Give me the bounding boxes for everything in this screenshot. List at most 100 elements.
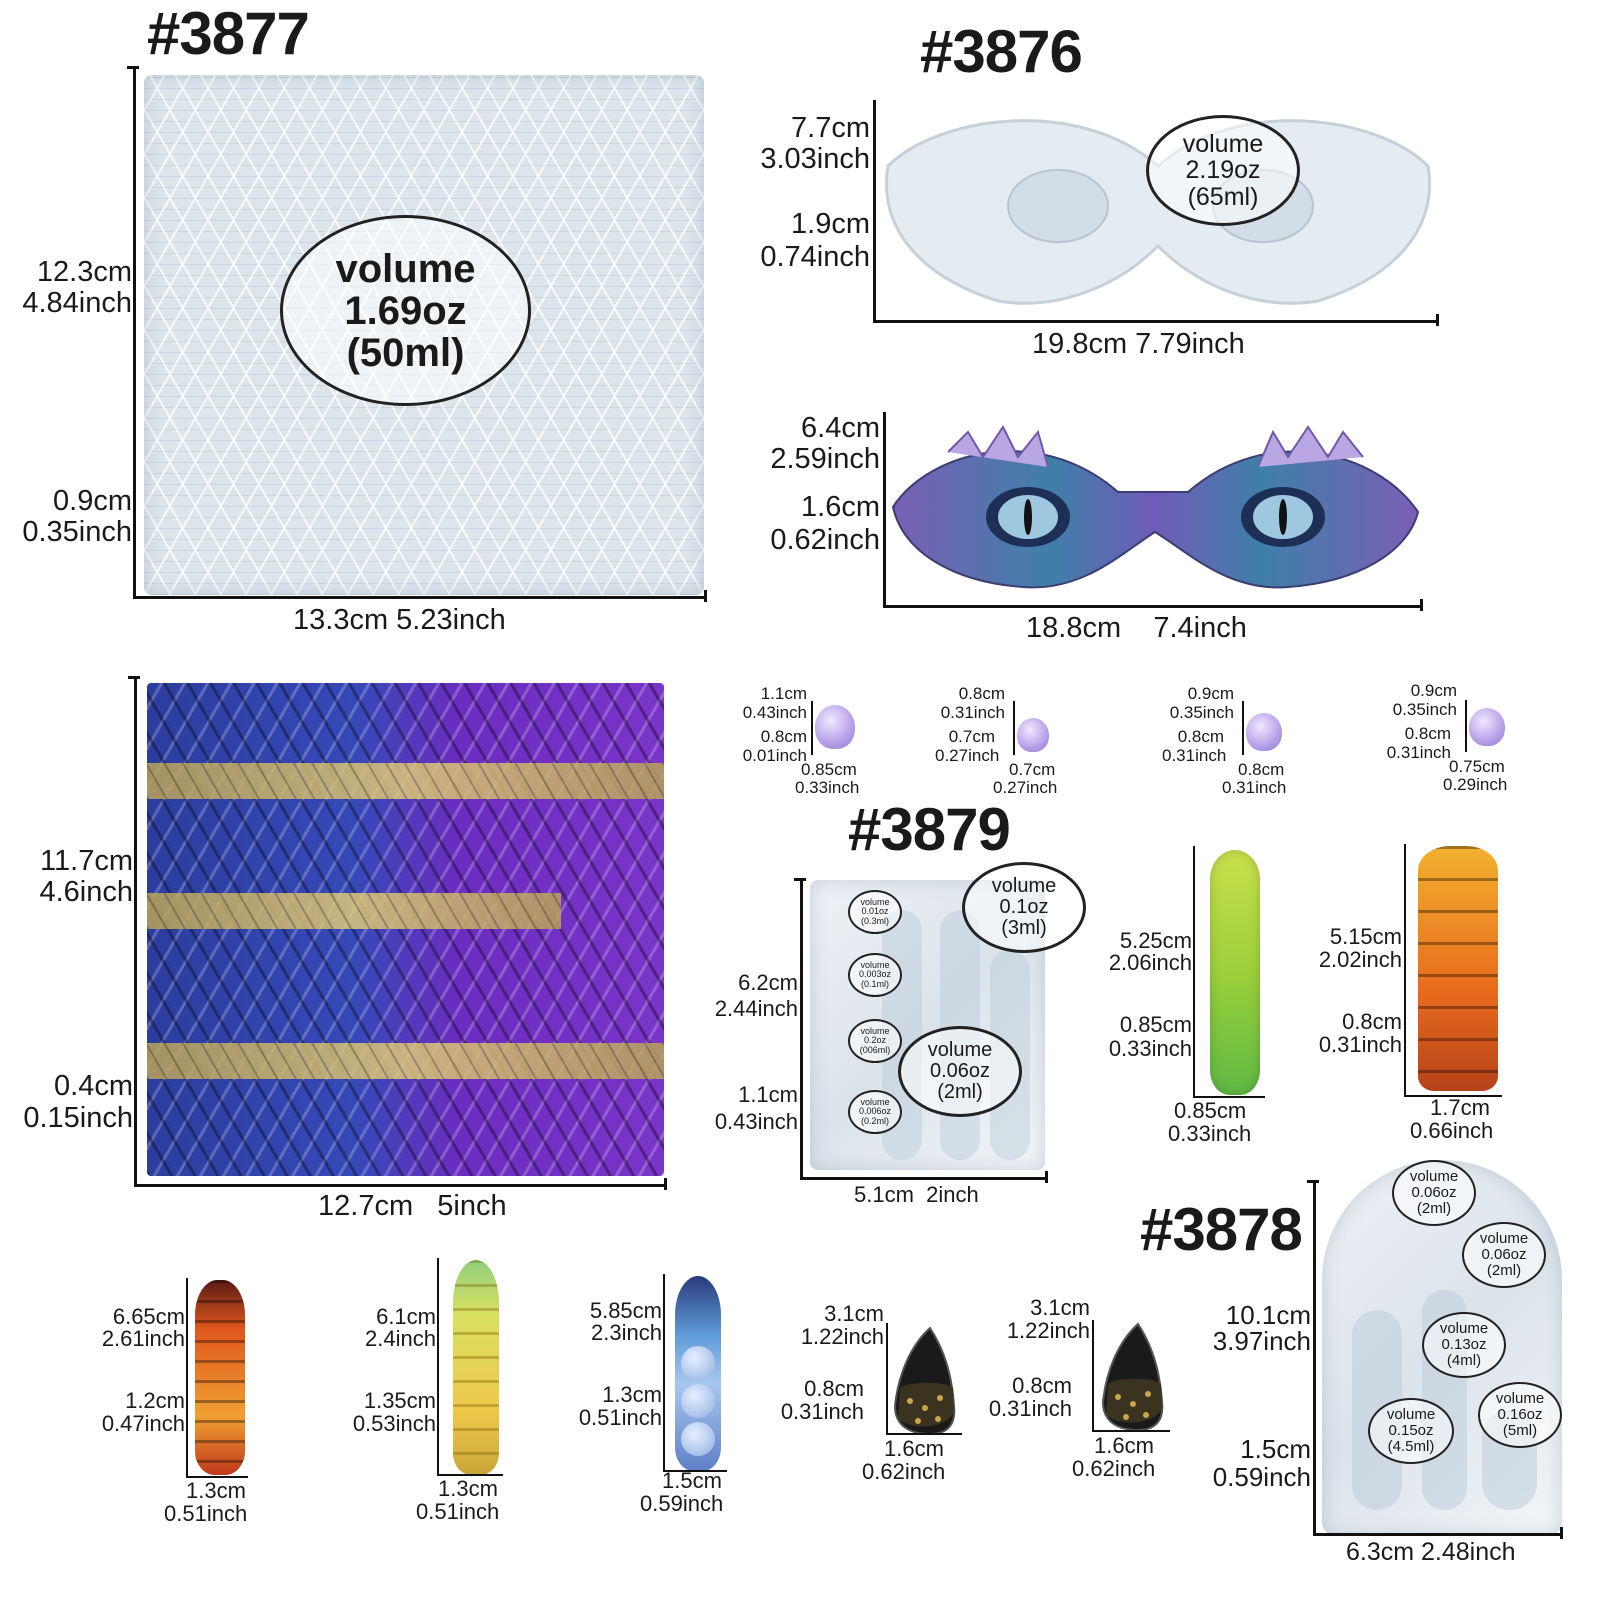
bubble-line: volume [860, 1025, 890, 1036]
egg-d-cm: 0.8cm [1177, 727, 1224, 746]
height-line [663, 1274, 665, 1472]
bubble-line: 0.15oz [1388, 1422, 1434, 1440]
item2-w-cm: 1.3cm [438, 1476, 498, 1501]
item1-w-in: 0.51inch [164, 1501, 248, 1526]
bubble-line: volume [927, 1039, 993, 1061]
item2-h-cm: 6.1cm [376, 1304, 436, 1329]
gold-scale-band [147, 893, 561, 929]
tick [704, 590, 707, 602]
width-line [1404, 1095, 1502, 1097]
panel-height-in: 4.6inch [39, 876, 133, 908]
item4-d-in: 0.31inch [780, 1399, 864, 1424]
pearl [681, 1422, 715, 1456]
item5-w-cm: 1.6cm [1094, 1433, 1154, 1458]
bubble-line: (3ml) [1001, 917, 1047, 939]
bubble-line: (2ml) [1416, 1199, 1452, 1217]
green-spike-casting [1210, 850, 1260, 1095]
height-line [1092, 1320, 1094, 1432]
bubble-line: volume [860, 896, 890, 907]
pearl [681, 1346, 715, 1380]
height-line [1193, 846, 1195, 1098]
title-3877: #3877 [147, 0, 310, 67]
width-line [1193, 1096, 1265, 1098]
egg-shape [1246, 713, 1282, 751]
width-label-3879: 5.1cm 2inch [854, 1182, 979, 1207]
height-line-3877 [133, 66, 136, 598]
tick [1436, 314, 1439, 326]
egg-d-in: 0.31inch [1162, 746, 1227, 765]
bubble-line: 0.2oz [863, 1035, 887, 1046]
egg-d-in: 0.31inch [1386, 743, 1451, 762]
egg-line [811, 701, 813, 755]
egg-h-in: 0.35inch [1169, 703, 1234, 722]
item4-h-cm: 3.1cm [824, 1301, 884, 1326]
egg-item-2: 0.8cm 0.31inch 0.7cm 0.27inch 0.7cm 0.27… [935, 683, 1075, 796]
width-line-3879 [800, 1177, 1048, 1180]
height-line [1404, 844, 1406, 1097]
bubble-line-2: 2.19oz [1185, 156, 1261, 185]
bubble-line: (006ml) [859, 1044, 891, 1055]
egg-w-in: 0.29inch [1443, 775, 1508, 794]
depth-in-3879: 0.43inch [714, 1109, 798, 1134]
bubble-line: (2ml) [1486, 1261, 1522, 1279]
egg-h-cm: 0.8cm [958, 684, 1005, 703]
depth-cm-3877: 0.9cm [53, 485, 132, 517]
item3-d-cm: 1.3cm [602, 1382, 662, 1407]
title-3876: #3876 [920, 18, 1083, 85]
width-label-3877: 13.3cm 5.23inch [293, 604, 506, 636]
depth-cm-3876: 1.9cm [791, 208, 870, 240]
bubble-line: volume [1386, 1406, 1436, 1424]
item4-h-in: 1.22inch [800, 1324, 884, 1349]
bubble-line: (0.2ml) [860, 1115, 889, 1126]
height-cm-3878: 10.1cm [1225, 1300, 1311, 1330]
yellow-claw-casting [453, 1260, 499, 1475]
tiny-volume-bubble: volume 0.2oz (006ml) [848, 1019, 902, 1063]
bubble-line: (0.3ml) [860, 915, 889, 926]
title-3879: #3879 [848, 796, 1011, 863]
egg-shape [815, 705, 855, 749]
tiny-volume-bubble: volume 0.01oz (0.3ml) [848, 890, 902, 934]
egg-item-3: 0.9cm 0.35inch 0.8cm 0.31inch 0.8cm 0.31… [1162, 683, 1302, 797]
tick [128, 676, 140, 679]
width-line-3876 [873, 320, 1439, 323]
width-line-panel [134, 1184, 667, 1187]
bubble-line: volume [860, 959, 890, 970]
width-label-3878: 6.3cm 2.48inch [1346, 1538, 1516, 1566]
panel-height-cm: 11.7cm [40, 845, 133, 877]
item2-h-in: 2.4inch [365, 1326, 436, 1351]
tick [1307, 1180, 1319, 1183]
egg-d-in: 0.27inch [935, 746, 1000, 765]
egg-w-cm: 0.85cm [801, 760, 857, 779]
volume-bubble-3876: volume 2.19oz (65ml) [1146, 115, 1300, 226]
panel-width-label: 12.7cm 5inch [318, 1190, 507, 1222]
bubble-line: volume [860, 1096, 890, 1107]
egg-h-cm: 1.1cm [760, 684, 807, 703]
height-cm-3876: 7.7cm [791, 112, 870, 144]
spike-orange-d-in: 0.31inch [1318, 1032, 1402, 1057]
item1-d-in: 0.47inch [101, 1411, 185, 1436]
black-claw-casting [1101, 1322, 1164, 1432]
egg-w-cm: 0.75cm [1449, 757, 1505, 776]
item1-w-cm: 1.3cm [186, 1478, 246, 1503]
egg-w-in: 0.31inch [1222, 778, 1287, 797]
volume-bubble-3879-big: volume 0.1oz (3ml) [962, 862, 1086, 953]
tick [1045, 1171, 1048, 1183]
eye-mask-mold-clear [885, 119, 1431, 305]
mask-depth-cm: 1.6cm [801, 491, 880, 523]
bubble-line-1: volume [1182, 130, 1264, 159]
spike-orange-h-in: 2.02inch [1318, 947, 1402, 972]
item4-d-cm: 0.8cm [804, 1376, 864, 1401]
mask-depth-in: 0.62inch [770, 524, 880, 556]
item3-d-in: 0.51inch [578, 1405, 662, 1430]
volume-bubble-3879-mid: volume 0.06oz (2ml) [898, 1026, 1022, 1117]
egg-h-cm: 0.9cm [1187, 684, 1234, 703]
tick [1420, 599, 1423, 611]
bubble-line: 0.16oz [1497, 1406, 1543, 1424]
width-line [1092, 1430, 1170, 1432]
bubble-line: 0.06oz [929, 1060, 991, 1082]
item1-h-cm: 6.65cm [112, 1304, 185, 1329]
item1-h-in: 2.61inch [101, 1326, 185, 1351]
spike-green-d-in: 0.33inch [1108, 1036, 1192, 1061]
depth-cm-3879: 1.1cm [738, 1082, 798, 1107]
width-line [186, 1476, 248, 1478]
